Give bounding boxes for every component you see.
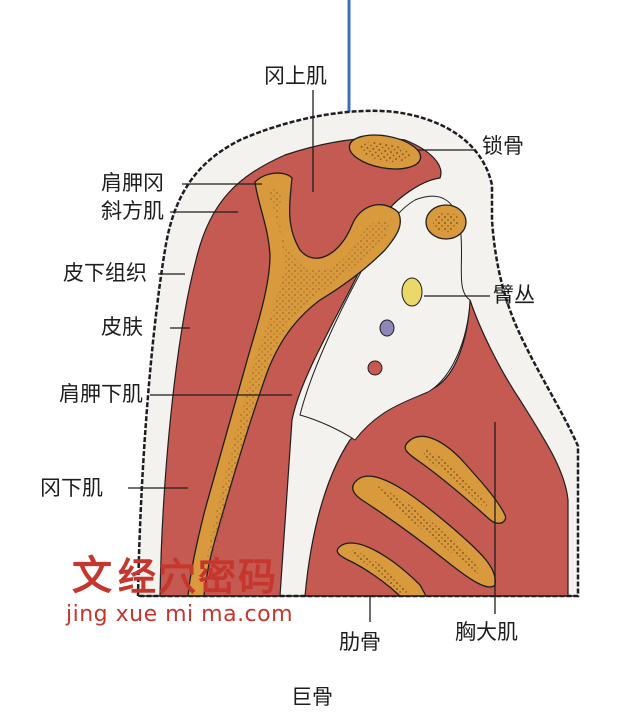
label-subcutaneous-tissue: 皮下组织 [63, 261, 147, 285]
interstitial-tissue [299, 195, 471, 441]
brachial-plexus [401, 277, 423, 307]
acupoint-name: 巨骨 [291, 685, 333, 709]
label-brachial-plexus: 臂丛 [493, 283, 535, 307]
ribs [336, 435, 507, 597]
label-rib: 肋骨 [339, 630, 381, 654]
clavicle-stipple [359, 142, 411, 162]
label-subscapularis: 肩胛下肌 [59, 382, 143, 406]
watermark-chinese: 经穴密码 [118, 554, 279, 599]
label-pectoralis-major: 胸大肌 [455, 620, 518, 644]
watermark-logo: 文 [72, 552, 112, 599]
label-clavicle: 锁骨 [482, 134, 524, 158]
label-skin: 皮肤 [101, 315, 143, 339]
vessel-red [367, 360, 383, 376]
watermark-url: jing xue mi ma.com [66, 602, 294, 627]
vessel-blue [379, 319, 395, 337]
scapula-stipple [206, 188, 389, 560]
scapula-bone [187, 172, 401, 597]
coracoid-stipple [433, 212, 459, 232]
label-scapular-spine: 肩胛冈 [101, 171, 164, 195]
label-supraspinatus: 冈上肌 [264, 64, 327, 88]
label-infraspinatus: 冈下肌 [40, 476, 103, 500]
label-trapezius: 斜方肌 [101, 199, 164, 223]
leader-lines [128, 90, 496, 622]
